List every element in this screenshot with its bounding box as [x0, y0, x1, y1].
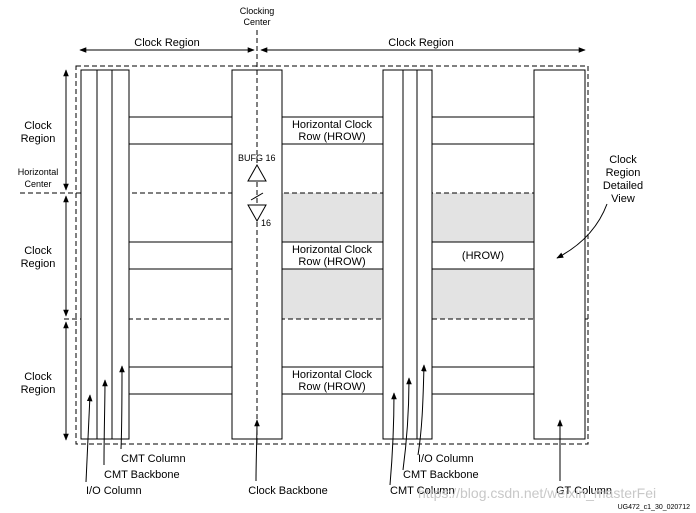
clock-region-right-label: Clock Region [388, 37, 453, 49]
cmt-backbone-left-label: CMT Backbone [104, 469, 180, 481]
horizontal-center-label-2: Center [24, 179, 51, 189]
clock-region-middle-label: Clock [24, 245, 52, 257]
cmt-column-right-label: CMT Column [390, 485, 455, 497]
bufg-label: BUFG 16 [238, 153, 276, 163]
io-column-right-label: I/O Column [418, 453, 474, 465]
detail-view-label: Clock [609, 154, 637, 166]
cmt-backbone-right-label: CMT Backbone [403, 469, 479, 481]
hrow-label-top: Horizontal Clock [292, 119, 373, 131]
watermark: https://blog.csdn.net/weixin_masterFei [418, 485, 656, 501]
hrow-label-short: (HROW) [462, 250, 504, 262]
gt-column [533, 69, 586, 440]
detail-view-label-3: Detailed [603, 180, 643, 192]
horizontal-center-label: Horizontal [18, 167, 59, 177]
cmt-column-left-label: CMT Column [121, 453, 186, 465]
bufg-bus-slash [250, 192, 264, 201]
gt-column-label: GT Column [556, 485, 612, 497]
clock-region-bottom-label-2: Region [21, 384, 56, 396]
bufg-down-triangle [247, 204, 267, 223]
right-io-cmt-columns [382, 69, 433, 440]
detail-pointer-arrow [556, 203, 608, 259]
hrow-label-top-2: Row (HROW) [298, 131, 365, 143]
hrow-label-bottom: Horizontal Clock [292, 369, 373, 381]
hrow-label-bottom-2: Row (HROW) [298, 381, 365, 393]
clock-region-top-label-2: Region [21, 133, 56, 145]
clock-region-top-label: Clock [24, 120, 52, 132]
bottom-leader-lines [85, 364, 563, 486]
clocking-center-label-2: Center [243, 17, 270, 27]
clock-backbone-label: Clock Backbone [248, 485, 328, 497]
device-boundary [75, 65, 589, 445]
clock-region-bottom-label: Clock [24, 371, 52, 383]
clock-region-middle-label-2: Region [21, 258, 56, 270]
figure-id: UG472_c1_30_020712 [618, 504, 691, 511]
left-io-cmt-columns [80, 69, 130, 440]
bufg-count-label: 16 [261, 218, 271, 228]
io-column-left-label: I/O Column [86, 485, 142, 497]
clock-region-left-label: Clock Region [134, 37, 199, 49]
bufg-up-triangle [247, 163, 267, 182]
hrow-label-middle-2: Row (HROW) [298, 256, 365, 268]
detail-view-label-4: View [611, 193, 635, 205]
hrow-label-middle: Horizontal Clock [292, 244, 373, 256]
clocking-center-label: Clocking [240, 6, 275, 16]
detail-view-label-2: Region [606, 167, 641, 179]
